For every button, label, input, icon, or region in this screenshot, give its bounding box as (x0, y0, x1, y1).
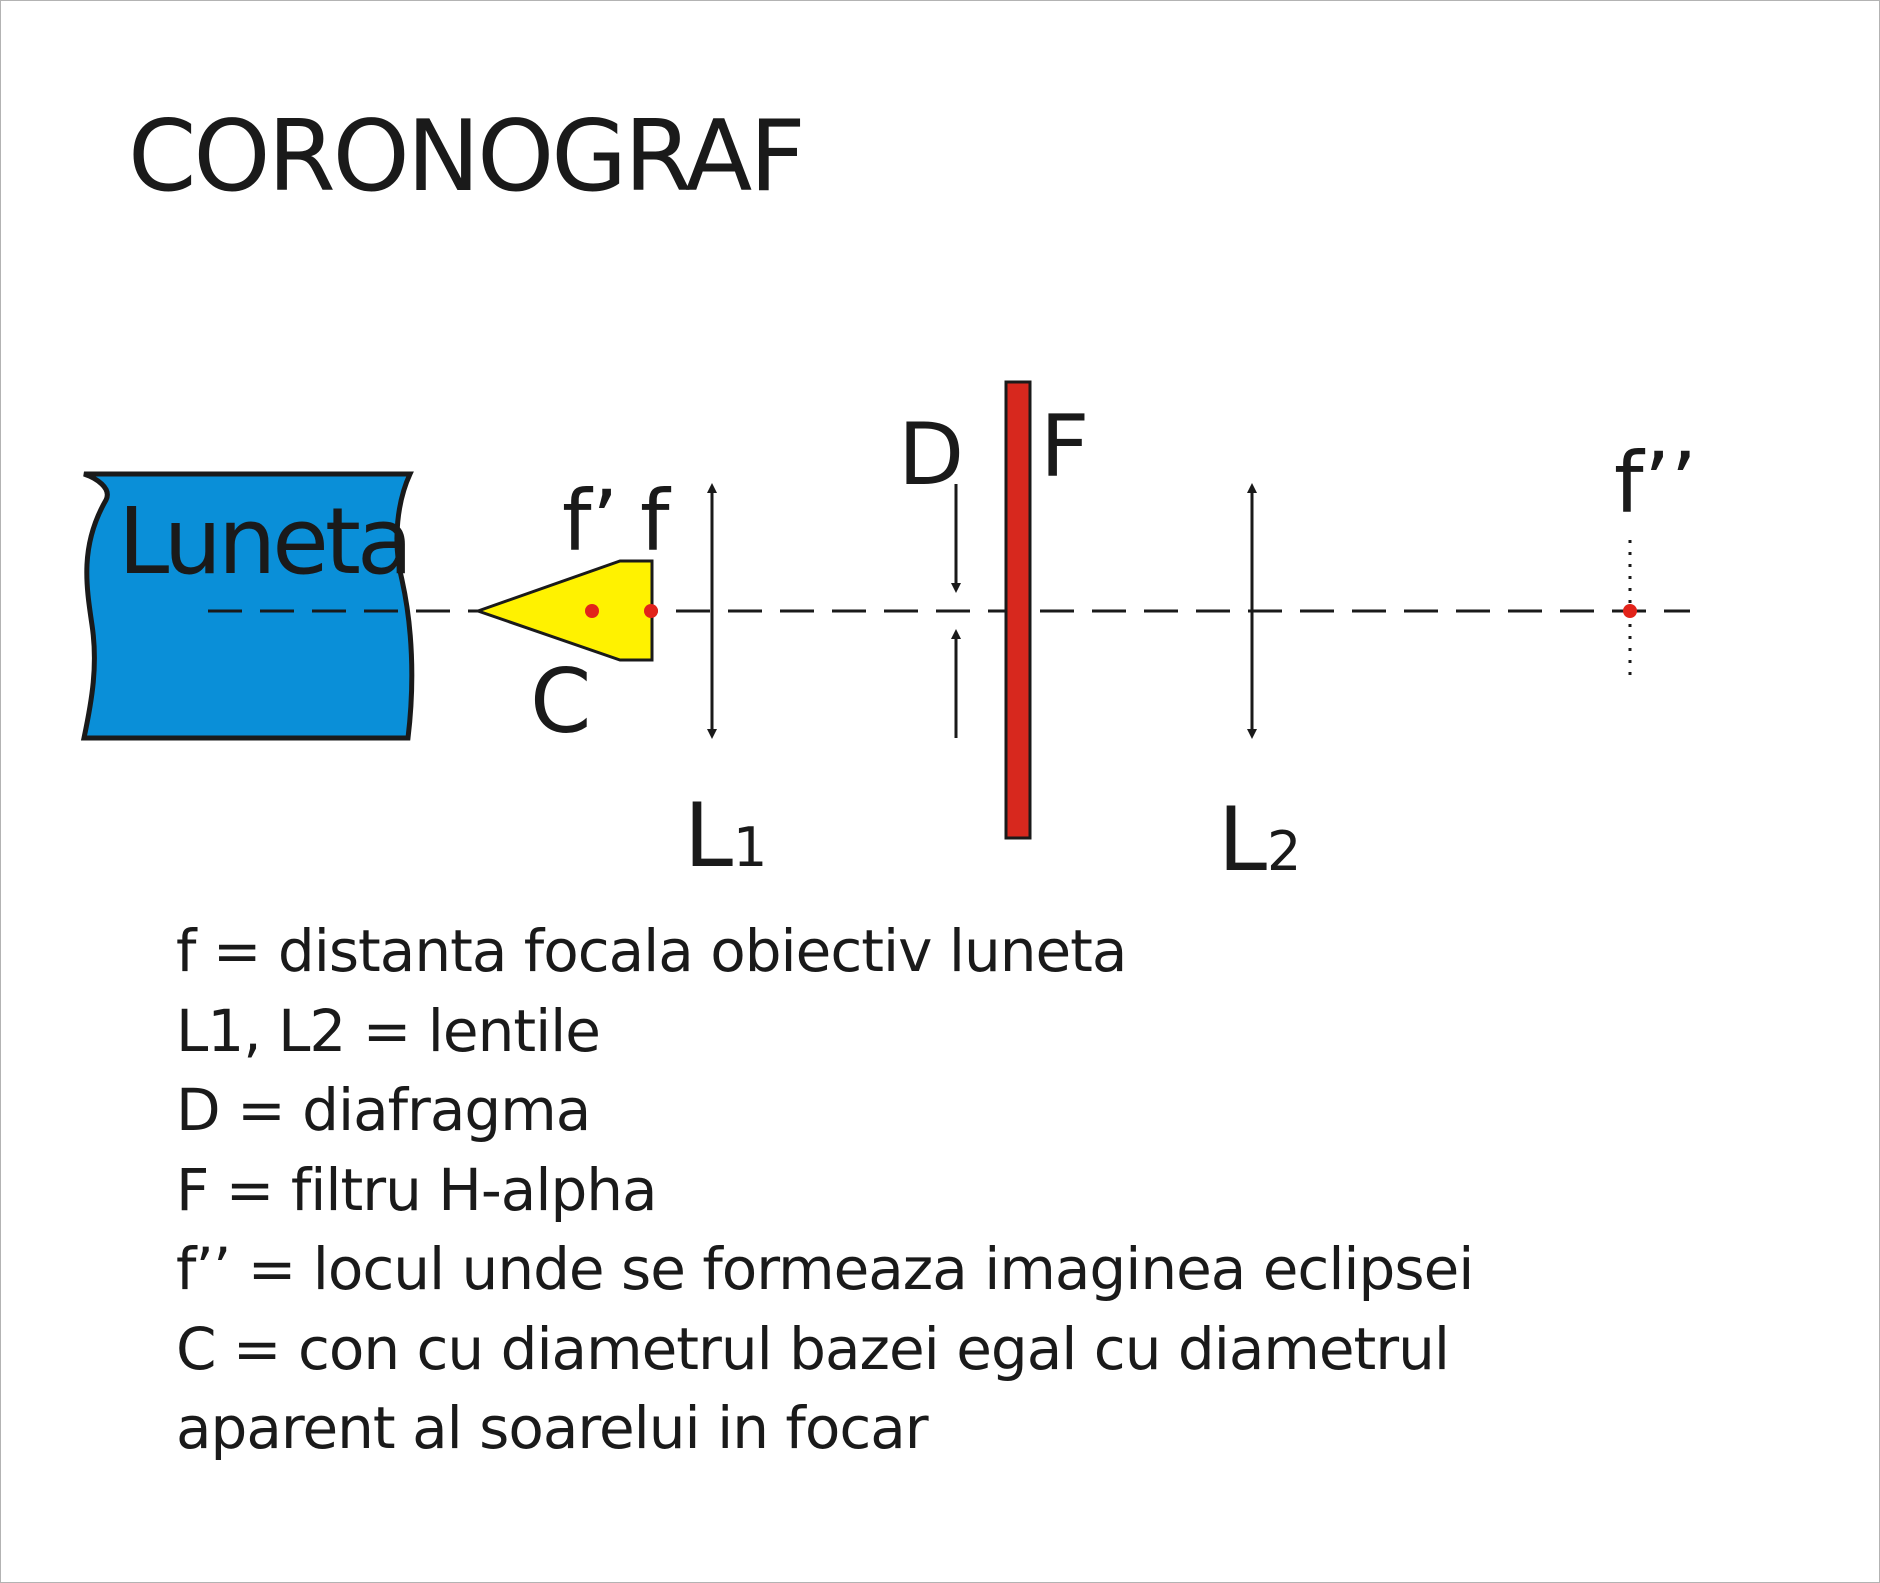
legend-line-cone-cont: aparent al soarelui in focar (176, 1394, 929, 1462)
lens-l2-label: L2 (1218, 788, 1301, 891)
legend-line-image-focus: f’’ = locul unde se formeaza imaginea ec… (176, 1235, 1474, 1303)
legend: f = distanta focala obiectiv luneta L1, … (176, 912, 1474, 1469)
lens-l2-label-main: L (1218, 788, 1267, 891)
telescope-tube (80, 471, 415, 741)
legend-line-filter: F = filtru H-alpha (176, 1155, 658, 1224)
focus-point-f (644, 604, 658, 618)
cone-label: C (530, 650, 591, 753)
h-alpha-filter (1004, 380, 1032, 840)
image-focus-point (1623, 604, 1637, 618)
diagram-title: CORONOGRAF (128, 100, 806, 214)
legend-line-diaphragm: D = diafragma (176, 1076, 591, 1144)
focus-f-label: f (640, 472, 672, 570)
legend-line-f: f = distanta focala obiectiv luneta (176, 917, 1127, 985)
lens-l1-label-sub: 1 (733, 816, 767, 879)
legend-line-lenses: L1, L2 = lentile (176, 996, 601, 1065)
diaphragm-label: D (898, 405, 964, 505)
lens-l1-label: L1 (684, 784, 767, 887)
legend-line-cone: C = con cu diametrul bazei egal cu diame… (176, 1314, 1450, 1383)
image-focus-label: f’’ (1614, 434, 1697, 532)
lens-l1-label-main: L (684, 784, 733, 887)
focus-f-prime-label: f’ (562, 472, 618, 570)
focus-point-f-prime (585, 604, 599, 618)
occulting-cone (473, 559, 654, 662)
filter-label: F (1040, 397, 1089, 497)
lens-l2-label-sub: 2 (1267, 820, 1301, 883)
telescope-label: Luneta (118, 488, 409, 595)
